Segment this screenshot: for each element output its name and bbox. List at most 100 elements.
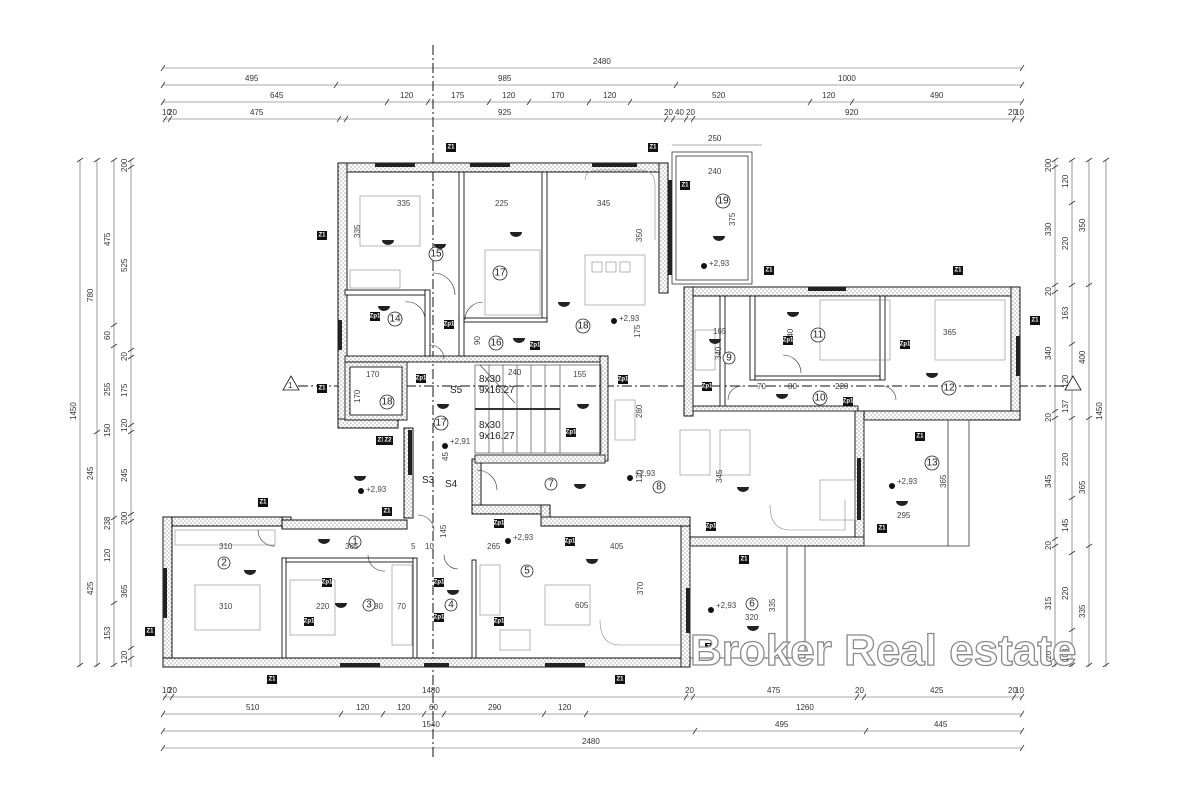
svg-text:8: 8: [656, 482, 662, 493]
svg-text:20: 20: [686, 108, 695, 117]
svg-text:16: 16: [490, 338, 502, 349]
room-18-upper: 18: [575, 318, 591, 334]
svg-text:108: 108: [1061, 648, 1070, 662]
svg-text:310: 310: [219, 542, 233, 551]
svg-text:120: 120: [1044, 650, 1053, 664]
svg-text:Z1: Z1: [1031, 318, 1039, 324]
bottom-dimension-ticks: [160, 693, 1025, 752]
top-dimension-ticks: [160, 64, 1025, 123]
svg-text:9x16.27: 9x16.27: [479, 431, 515, 442]
svg-text:645: 645: [270, 91, 284, 100]
svg-text:+2,93: +2,93: [709, 259, 730, 268]
svg-text:245: 245: [86, 466, 95, 480]
svg-text:Zp1: Zp1: [370, 314, 381, 320]
svg-text:525: 525: [120, 258, 129, 272]
svg-text:220: 220: [1061, 586, 1070, 600]
svg-text:120: 120: [400, 91, 414, 100]
room-15: 15: [428, 246, 444, 262]
room-12: 12: [941, 380, 957, 396]
svg-text:365: 365: [943, 328, 957, 337]
svg-text:240: 240: [708, 167, 722, 176]
svg-text:345: 345: [597, 199, 611, 208]
room-17-lower: 17: [433, 415, 449, 431]
svg-text:20: 20: [855, 686, 864, 695]
svg-text:295: 295: [897, 511, 911, 520]
svg-text:310: 310: [219, 602, 233, 611]
svg-text:365: 365: [939, 474, 948, 488]
room-18-lower: 18: [379, 394, 395, 410]
svg-text:340: 340: [714, 346, 723, 360]
svg-text:320: 320: [745, 613, 759, 622]
dim-top-total: 2480: [593, 57, 611, 66]
room-13: 13: [924, 455, 940, 471]
svg-text:8x30: 8x30: [479, 374, 501, 385]
svg-text:Zp1: Zp1: [618, 377, 629, 383]
svg-text:Z1: Z1: [649, 145, 657, 151]
svg-text:+2,93: +2,93: [366, 485, 387, 494]
svg-text:365: 365: [345, 542, 359, 551]
svg-text:Zp1: Zp1: [416, 376, 427, 382]
svg-text:20: 20: [1008, 108, 1017, 117]
svg-text:240: 240: [786, 328, 795, 342]
svg-text:137: 137: [1061, 399, 1070, 413]
svg-text:335: 335: [768, 598, 777, 612]
room-3: 3: [362, 598, 376, 612]
top-dimension-text: 2480 495 985 1000 645 120 175 120 170 12…: [162, 57, 1024, 146]
svg-text:Zp1: Zp1: [706, 524, 717, 530]
svg-text:10: 10: [425, 542, 434, 551]
room-1: 1: [348, 535, 362, 549]
svg-text:Zp1: Zp1: [494, 619, 505, 625]
svg-text:335: 335: [353, 224, 362, 238]
svg-text:290: 290: [488, 703, 502, 712]
svg-text:Z1: Z1: [447, 145, 455, 151]
svg-text:220: 220: [1061, 452, 1070, 466]
svg-text:80: 80: [788, 382, 797, 391]
svg-text:90: 90: [473, 336, 482, 345]
svg-text:120: 120: [1061, 174, 1070, 188]
svg-text:120: 120: [558, 703, 572, 712]
left-dimension-text: 1450 780 245 425 475 60 255 150 238 120 …: [69, 158, 129, 664]
svg-text:Zp1: Zp1: [322, 580, 333, 586]
svg-text:19: 19: [717, 196, 729, 207]
svg-text:Zp1: Zp1: [434, 615, 445, 621]
svg-text:490: 490: [930, 91, 944, 100]
svg-text:9: 9: [726, 353, 732, 364]
svg-text:11: 11: [813, 330, 824, 341]
svg-text:10: 10: [1015, 686, 1024, 695]
svg-text:13: 13: [926, 458, 938, 469]
svg-text:Z1: Z1: [383, 509, 391, 515]
right-dimension-text: 200 330 20 340 20 345 20 315 120 120 220…: [1044, 158, 1104, 664]
room-numbers: 1 2 3 4 5 6 7 8 9 10 11 12 13 14 15 16 1…: [217, 193, 957, 612]
room-4: 4: [444, 598, 458, 612]
svg-text:425: 425: [86, 581, 95, 595]
svg-text:3: 3: [366, 600, 372, 611]
axis-lines: [298, 45, 1075, 760]
svg-text:175: 175: [120, 383, 129, 397]
svg-text:1: 1: [288, 381, 293, 390]
svg-text:Zp1: Zp1: [566, 430, 577, 436]
svg-text:400: 400: [1078, 350, 1087, 364]
inner-dimensions: 335 335 225 345 350 175 240 375 165 340 …: [219, 167, 957, 622]
top-dimension-lines: [163, 67, 1022, 120]
svg-text:70: 70: [397, 602, 406, 611]
svg-text:495: 495: [775, 720, 789, 729]
svg-text:Zp1: Zp1: [530, 343, 541, 349]
svg-text:15: 15: [430, 249, 442, 260]
wall-tags: Z1 Z1 Z1 Z1 Z1 Z1 Z1 Z1 Z1 Z1 Z1 Z1 Z1 Z…: [145, 143, 1040, 684]
svg-text:350: 350: [635, 228, 644, 242]
svg-text:Zp1: Zp1: [444, 322, 455, 328]
svg-text:+2,93: +2,93: [716, 601, 737, 610]
svg-text:405: 405: [610, 542, 624, 551]
right-dimension-ticks: [1051, 157, 1110, 668]
svg-text:780: 780: [86, 288, 95, 302]
svg-text:280: 280: [635, 404, 644, 418]
svg-text:120: 120: [120, 650, 129, 664]
svg-text:150: 150: [103, 423, 112, 437]
svg-text:120: 120: [502, 91, 516, 100]
svg-text:+2,93: +2,93: [897, 477, 918, 486]
svg-text:335: 335: [397, 199, 411, 208]
svg-text:120: 120: [120, 418, 129, 432]
svg-text:175: 175: [451, 91, 465, 100]
room-19: 19: [715, 193, 731, 209]
svg-text:Z1: Z1: [259, 500, 267, 506]
